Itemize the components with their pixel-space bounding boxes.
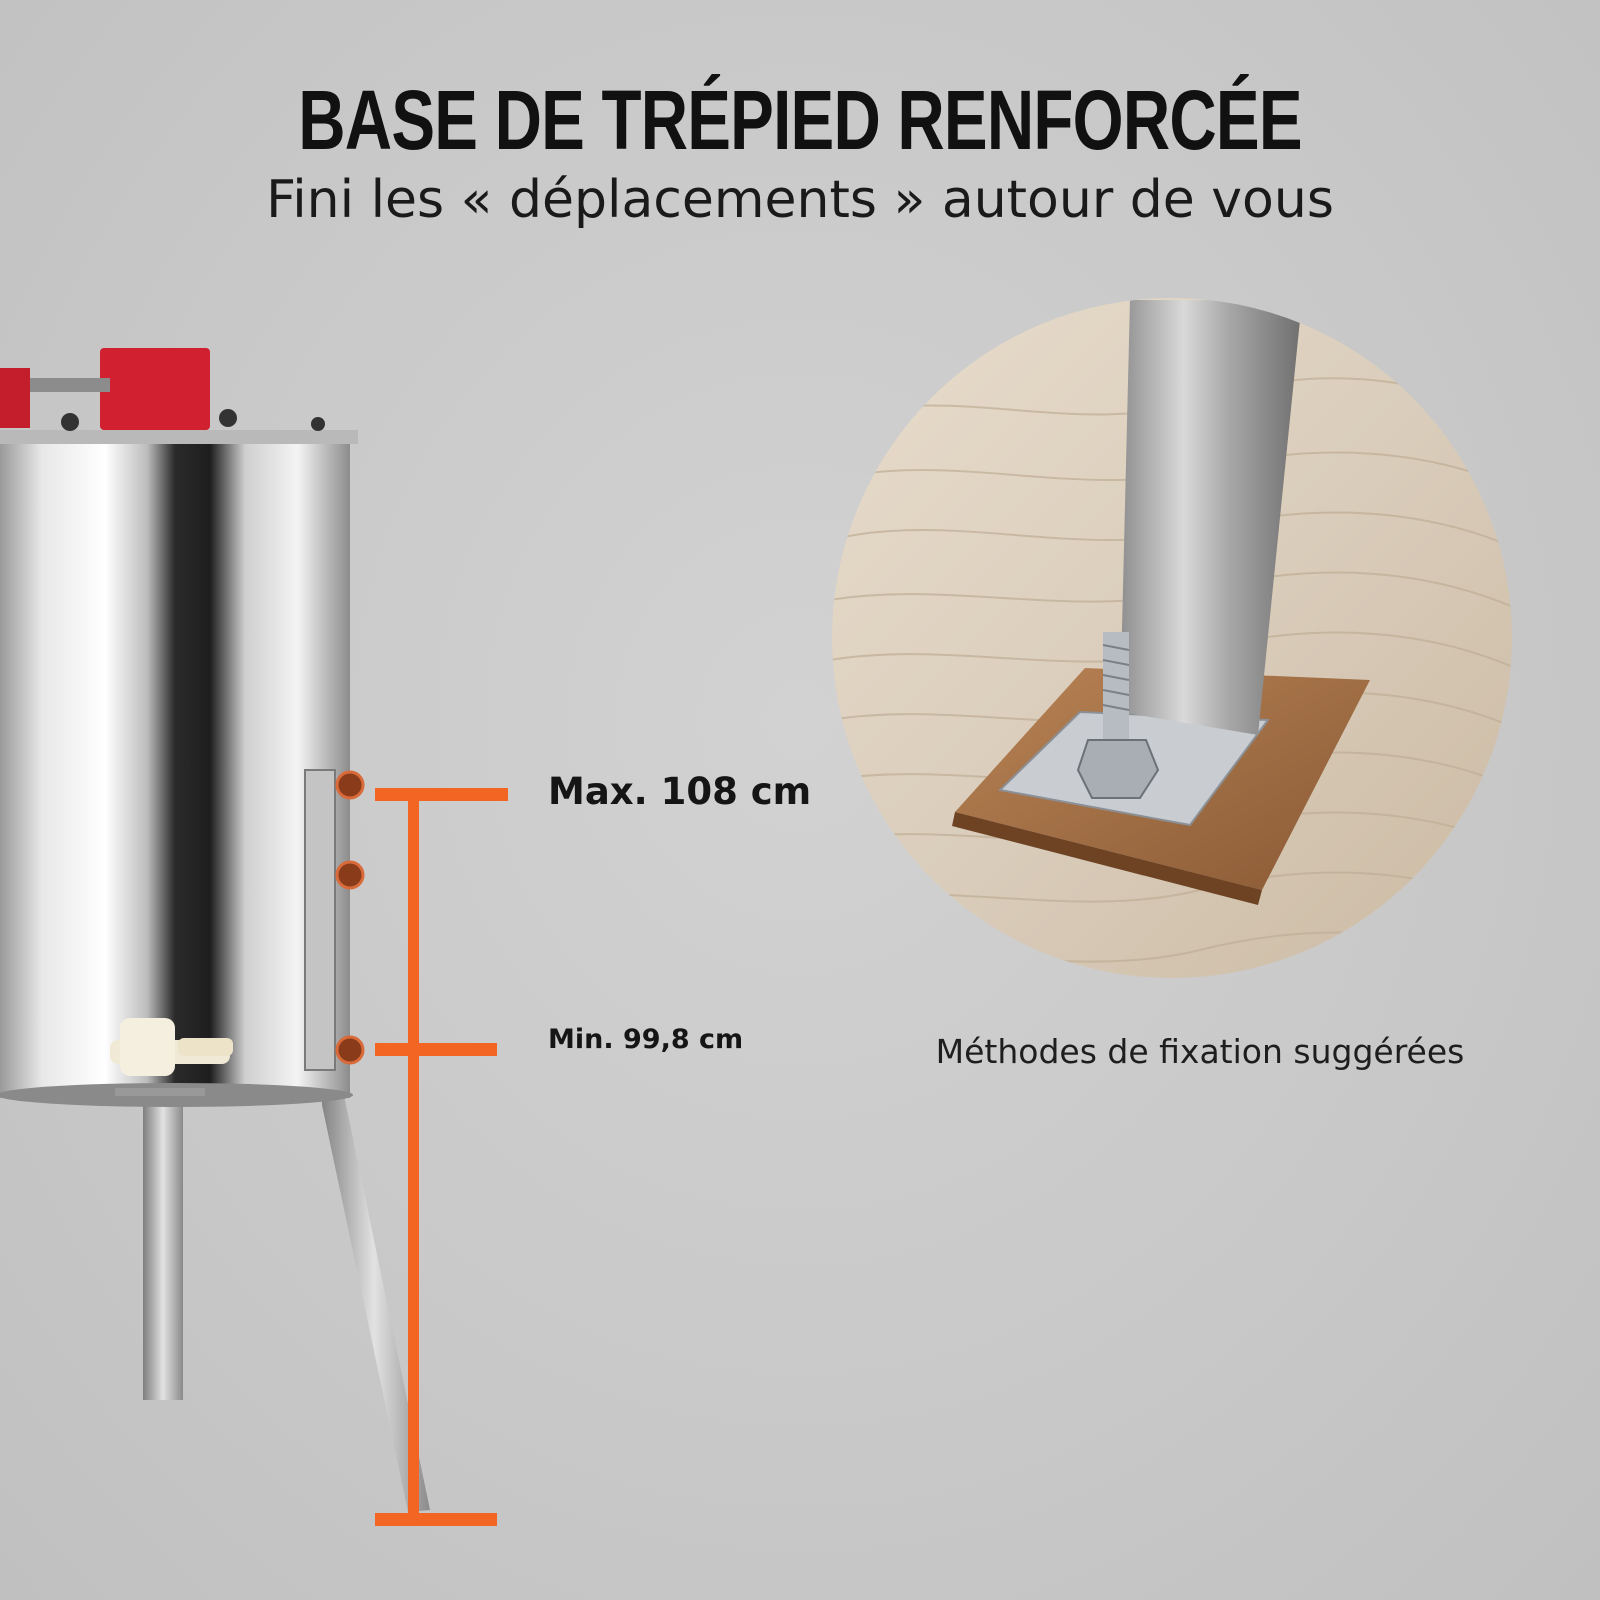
page-subtitle: Fini les « déplacements » autour de vous [266,170,1334,230]
min-height-tick [375,1043,497,1056]
hex-nut [1076,739,1160,799]
tripod-foot-bolt-closeup [832,298,1512,978]
max-height-label: Max. 108 cm [548,770,812,813]
gearbox-cover [100,348,210,430]
adjust-hole-bottom [335,1035,365,1065]
honey-extractor-illustration [0,348,430,1512]
honey-gate-valve [110,1018,233,1076]
page-title: BASE DE TRÉPIED RENFORCÉE [298,73,1302,167]
floor-tick [375,1513,497,1526]
adjust-hole-middle [335,860,365,890]
fixation-caption: Méthodes de fixation suggérées [935,1032,1465,1071]
drum-rim [0,430,358,444]
min-height-label: Min. 99,8 cm [548,1024,744,1055]
front-leg [143,1085,183,1400]
adjust-hole-top [335,770,365,800]
drum-body [0,438,350,1098]
height-vertical-line [408,800,419,1520]
leg-post [1120,300,1302,735]
max-height-tick [375,788,508,801]
height-dimension-marker [375,788,508,1526]
